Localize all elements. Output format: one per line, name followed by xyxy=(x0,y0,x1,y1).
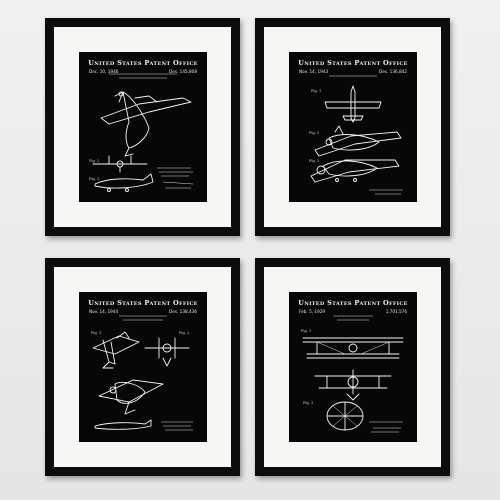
airplane-drawing-1: Fig. 2 Fig. 3 xyxy=(89,73,194,192)
patent-print-1: United States Patent Office Dec. 10, 194… xyxy=(79,52,207,202)
print-number: Des. 138,436 xyxy=(169,309,197,314)
patent-print-2: United States Patent Office Nov. 14, 194… xyxy=(289,52,417,202)
biplane-drawing: Fig. 1 Fig. 3 xyxy=(301,315,404,433)
frame-top-left: United States Patent Office Dec. 10, 194… xyxy=(45,18,240,236)
mat: United States Patent Office Nov. 14, 194… xyxy=(264,27,441,227)
print-header: United States Patent Office xyxy=(298,59,408,67)
airplane-drawing-3: Fig. 1 Fig. 2 xyxy=(91,315,193,431)
print-date: Feb. 5, 1929 xyxy=(299,309,326,314)
svg-text:Fig. 3: Fig. 3 xyxy=(309,159,319,163)
svg-text:Fig. 3: Fig. 3 xyxy=(303,401,313,405)
print-date: Nov. 14, 1944 xyxy=(89,309,119,314)
svg-text:Fig. 2: Fig. 2 xyxy=(309,131,319,135)
airplane-drawing-2: Fig. 1 Fig. 2 Fig. 3 xyxy=(309,75,403,195)
frame-bottom-right: United States Patent Office Feb. 5, 1929… xyxy=(255,258,450,476)
mat: United States Patent Office Dec. 10, 194… xyxy=(54,27,231,227)
svg-text:Fig. 1: Fig. 1 xyxy=(301,329,311,333)
svg-text:Fig. 1: Fig. 1 xyxy=(311,89,321,93)
mat: United States Patent Office Feb. 5, 1929… xyxy=(264,267,441,467)
frame-top-right: United States Patent Office Nov. 14, 194… xyxy=(255,18,450,236)
svg-text:Fig. 3: Fig. 3 xyxy=(89,177,99,181)
print-number: Des. 136,842 xyxy=(379,69,407,74)
svg-text:Fig. 1: Fig. 1 xyxy=(91,331,101,335)
svg-text:Fig. 2: Fig. 2 xyxy=(89,159,99,163)
svg-text:Fig. 2: Fig. 2 xyxy=(179,331,189,335)
frame-bottom-left: United States Patent Office Nov. 14, 194… xyxy=(45,258,240,476)
print-date: Dec. 10, 1946 xyxy=(89,69,119,74)
patent-print-4: United States Patent Office Feb. 5, 1929… xyxy=(289,292,417,442)
print-header: United States Patent Office xyxy=(88,59,198,67)
print-date: Nov. 14, 1943 xyxy=(299,69,329,74)
mat: United States Patent Office Nov. 14, 194… xyxy=(54,267,231,467)
print-header: United States Patent Office xyxy=(298,299,408,307)
print-number: Des. 145,808 xyxy=(169,69,197,74)
print-number: 1,701,576 xyxy=(385,309,407,314)
patent-print-3: United States Patent Office Nov. 14, 194… xyxy=(79,292,207,442)
print-header: United States Patent Office xyxy=(88,299,198,307)
